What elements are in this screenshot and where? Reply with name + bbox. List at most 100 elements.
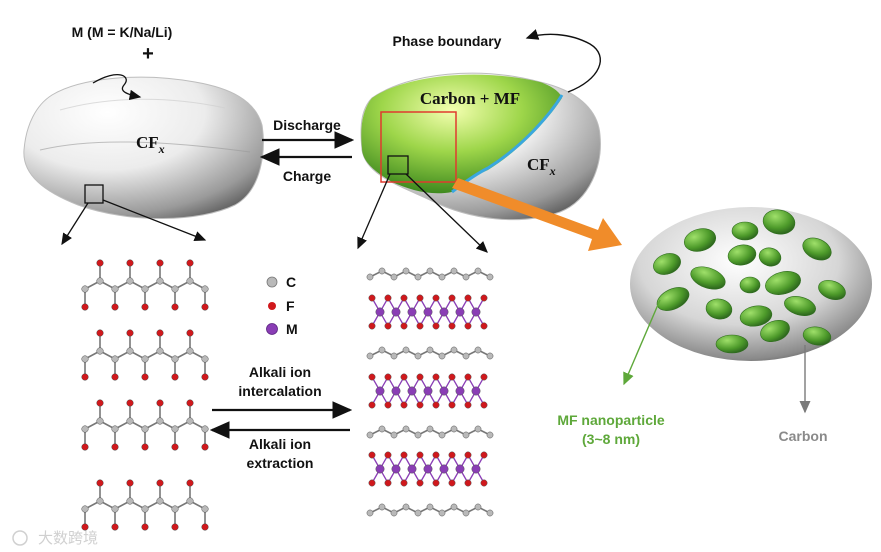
fluorine-atom: [416, 294, 424, 302]
fluorine-atom: [126, 259, 134, 267]
intercalation-label-1: Alkali ion: [249, 364, 311, 380]
atom-legend: C F M: [266, 274, 298, 337]
fluorine-atom: [126, 479, 134, 487]
carbon-atom: [366, 273, 374, 281]
fluorine-atom: [432, 373, 440, 381]
carbon-atom: [414, 509, 422, 517]
carbon-atom: [171, 425, 179, 433]
mf-nanoparticle: [762, 209, 796, 235]
fluorine-atom: [171, 373, 179, 381]
carbon-atom: [438, 509, 446, 517]
carbon-atom: [474, 267, 482, 275]
fluorine-atom: [432, 451, 440, 459]
metal-atom: [375, 307, 385, 317]
fluorine-atom: [432, 401, 440, 409]
mf-nanoparticle: [715, 334, 749, 354]
carbon-atom: [201, 355, 209, 363]
carbon-atom: [156, 277, 164, 285]
metal-atom: [423, 307, 433, 317]
cfx-label-left: CFx: [136, 133, 165, 156]
carbon-atom: [141, 285, 149, 293]
fluorine-atom: [384, 373, 392, 381]
fluorine-atom: [111, 523, 119, 531]
carbon-atom: [462, 509, 470, 517]
fluorine-atom: [111, 303, 119, 311]
carbon-atom: [378, 267, 386, 275]
carbon-atom: [390, 509, 398, 517]
fluorine-atom: [432, 322, 440, 330]
carbon-atom: [426, 503, 434, 511]
fluorine-atom: [368, 373, 376, 381]
mf-nanoparticle: [765, 271, 801, 295]
carbon-atom: [201, 285, 209, 293]
legend-metal-atom: [266, 323, 278, 335]
carbon-atom: [126, 347, 134, 355]
carbon-atom: [96, 347, 104, 355]
fluorine-atom: [464, 401, 472, 409]
fluorine-atom: [384, 451, 392, 459]
carbon-atom: [141, 425, 149, 433]
extraction-label-1: Alkali ion: [249, 436, 311, 452]
fluorine-atom: [384, 322, 392, 330]
fluorine-atom: [81, 443, 89, 451]
fluorine-atom: [81, 303, 89, 311]
carbon-atom: [366, 352, 374, 360]
fluorine-atom: [171, 443, 179, 451]
fluorine-atom: [400, 479, 408, 487]
mf-nanoparticle: [802, 326, 832, 346]
fluorine-atom: [416, 373, 424, 381]
fluorine-atom: [186, 479, 194, 487]
fluorine-atom: [111, 443, 119, 451]
carbon-atom: [366, 431, 374, 439]
fluorine-atom: [480, 373, 488, 381]
metal-atom: [439, 307, 449, 317]
carbon-atom: [402, 425, 410, 433]
fluorine-atom: [480, 322, 488, 330]
metal-atom: [471, 386, 481, 396]
carbon-atom: [111, 425, 119, 433]
carbon-atom: [126, 277, 134, 285]
cf-particle-left: [23, 76, 264, 219]
metal-atom: [407, 307, 417, 317]
fluorine-atom: [368, 322, 376, 330]
fluorine-atom: [416, 322, 424, 330]
carbon-atom: [438, 352, 446, 360]
carbon-atom: [426, 346, 434, 354]
fluorine-atom: [480, 451, 488, 459]
fluorine-atom: [171, 303, 179, 311]
legend-carbon-label: C: [286, 274, 296, 290]
fluorine-atom: [81, 523, 89, 531]
legend-fluorine-atom: [268, 302, 276, 310]
svg-text:大数跨境: 大数跨境: [38, 529, 98, 547]
fluorine-atom: [416, 401, 424, 409]
fluorine-atom: [141, 303, 149, 311]
fluorine-atom: [416, 451, 424, 459]
mf-nanoparticle: [802, 237, 832, 261]
metal-atom: [407, 386, 417, 396]
mf-pointer: [623, 299, 661, 386]
carbon-atom: [474, 503, 482, 511]
mf-nanoparticle: [760, 319, 790, 343]
carbon-atom: [474, 425, 482, 433]
metal-atom: [391, 307, 401, 317]
legend-carbon-atom: [266, 276, 278, 288]
mf-nanoparticles: [653, 209, 846, 354]
fluorine-atom: [448, 401, 456, 409]
mf-nanoparticle: [705, 298, 733, 320]
fluorine-atom: [464, 479, 472, 487]
carbon-atom: [414, 273, 422, 281]
fluorine-atom: [448, 451, 456, 459]
carbon-atom: [402, 503, 410, 511]
carbon-atom: [378, 346, 386, 354]
fluorine-atom: [96, 479, 104, 487]
carbon-atom: [96, 497, 104, 505]
carbon-atom: [81, 355, 89, 363]
mf-nanoparticle: [784, 296, 816, 316]
mf-nanoparticle: [683, 228, 717, 252]
fluorine-atom: [432, 294, 440, 302]
fluorine-atom: [141, 443, 149, 451]
fluorine-atom: [384, 479, 392, 487]
metal-atom: [423, 464, 433, 474]
